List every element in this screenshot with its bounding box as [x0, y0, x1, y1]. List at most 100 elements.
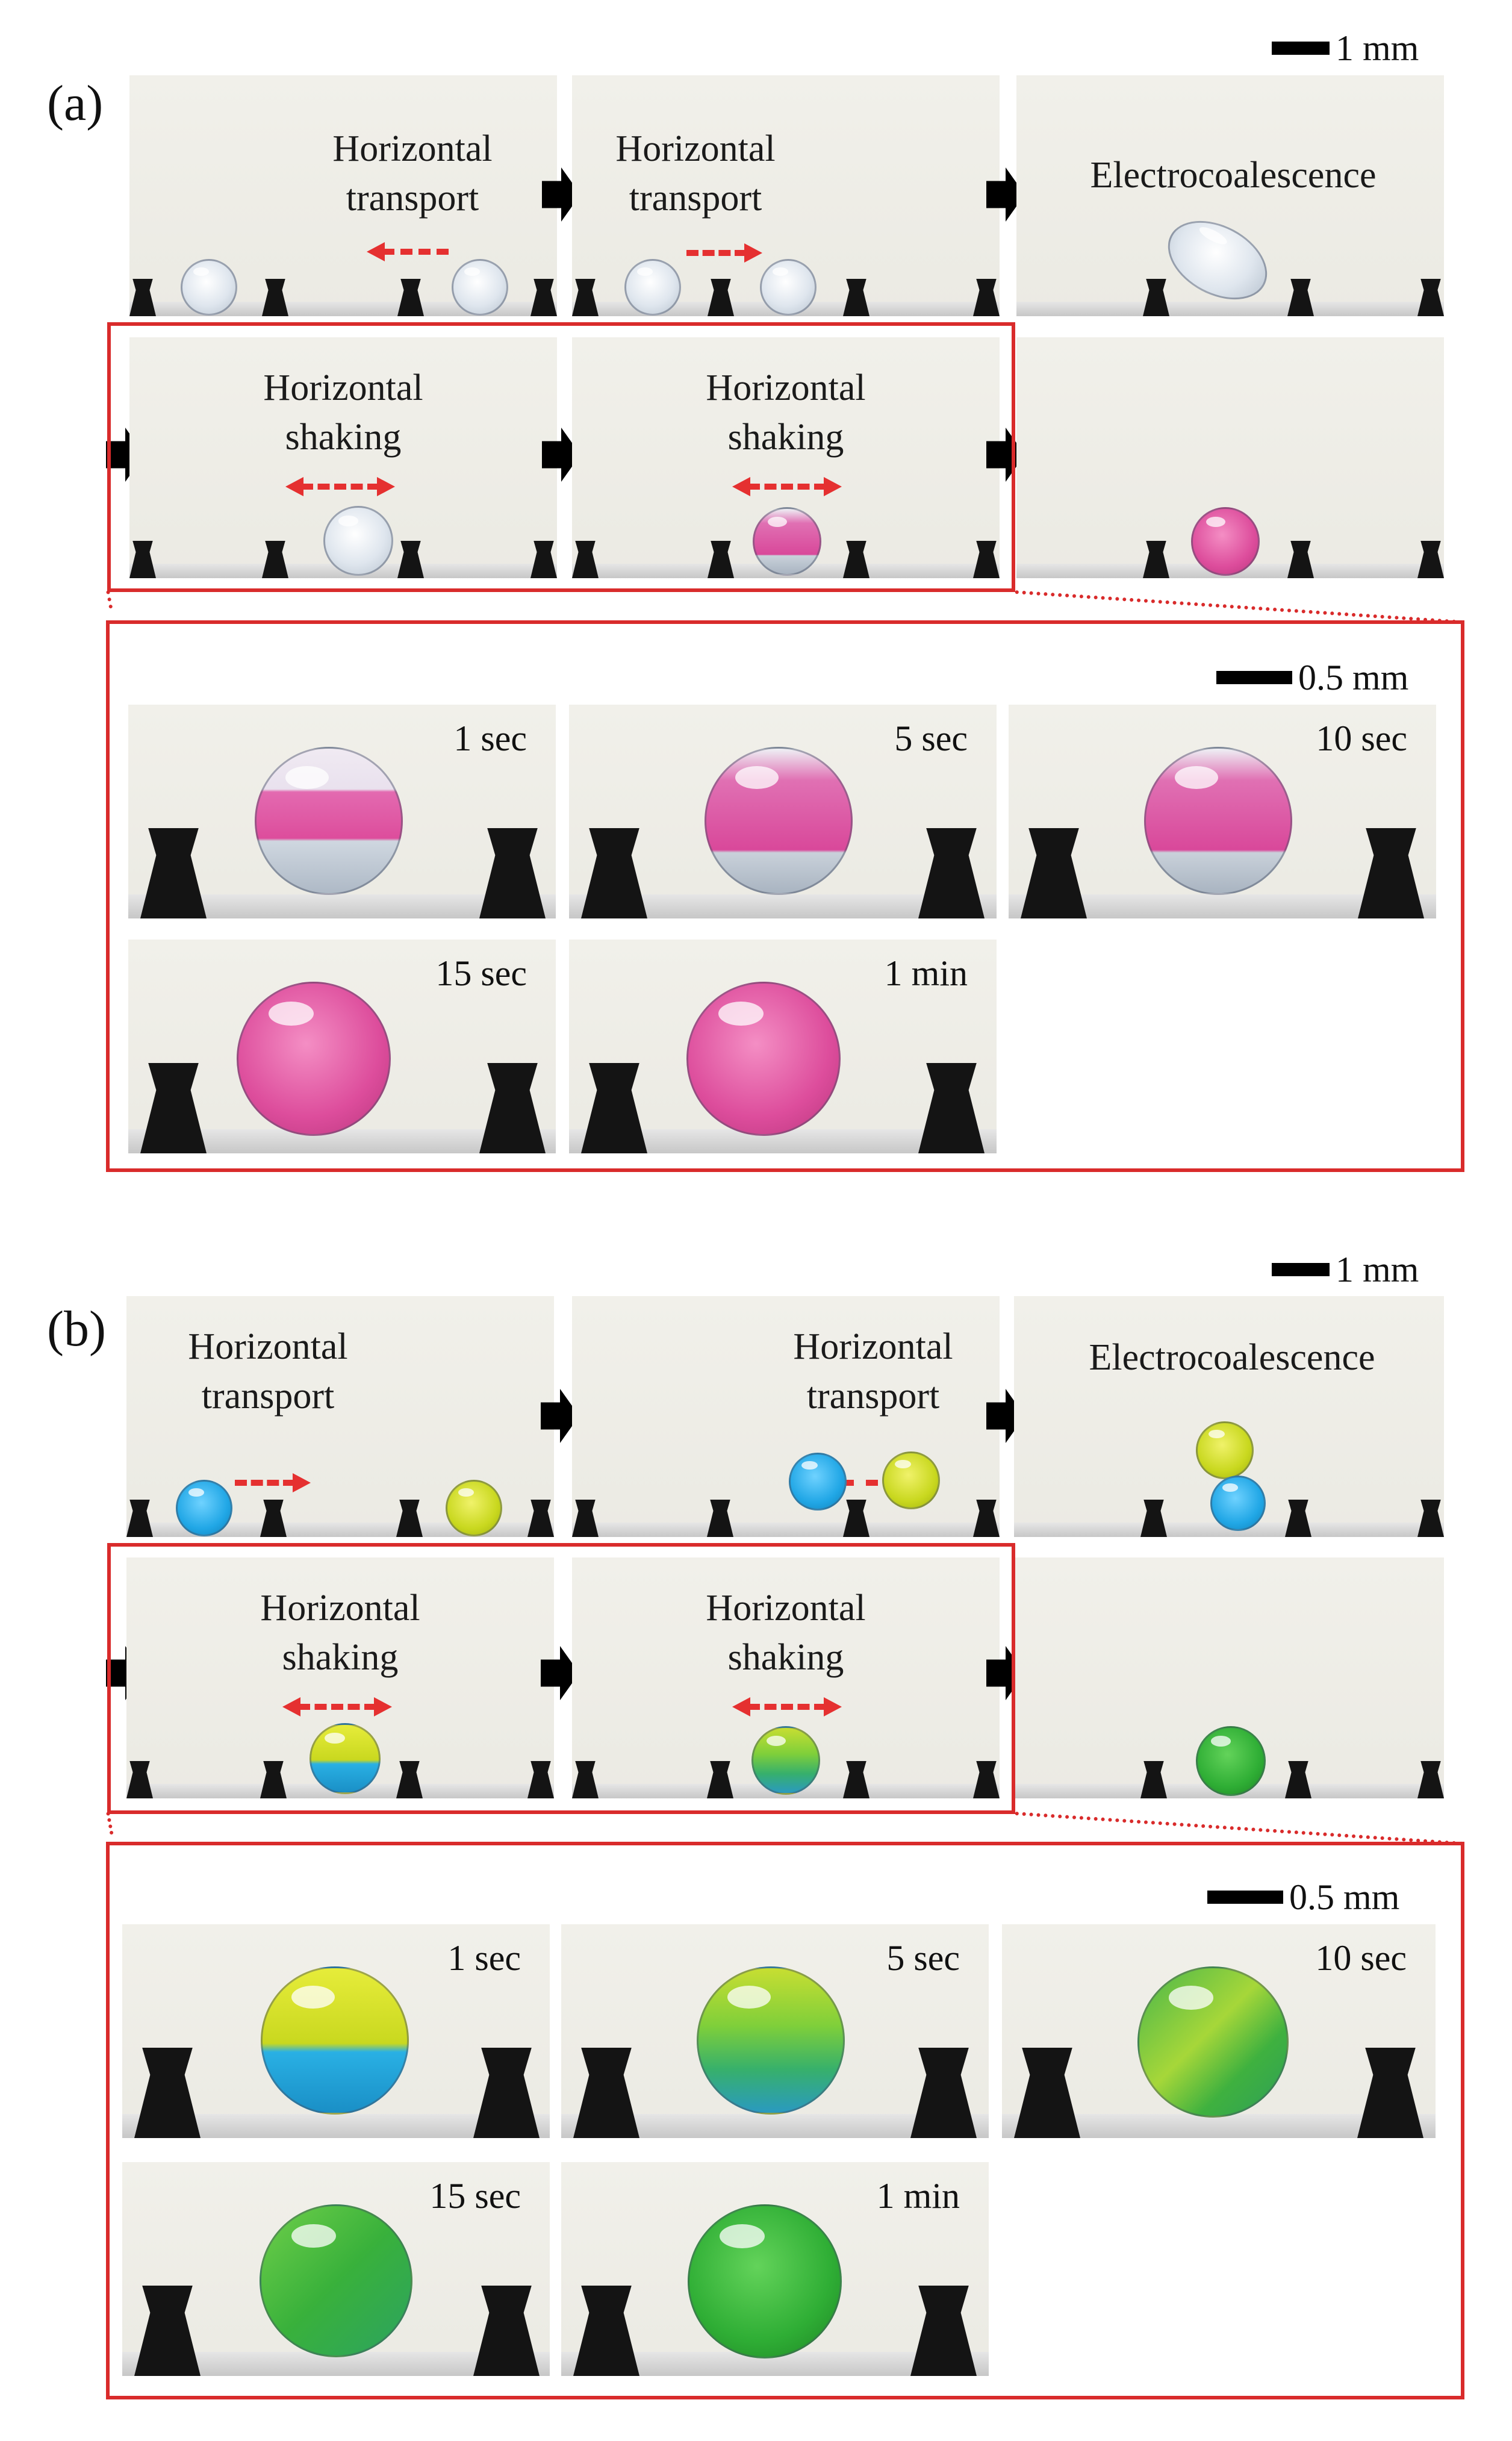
scale-bar-line: [1216, 671, 1292, 684]
droplet: [688, 2204, 842, 2358]
pillar: [973, 279, 1000, 316]
selection-frame-b: [107, 1543, 1015, 1814]
zoom-a-5s: 5 sec: [569, 705, 997, 918]
connector-line: [106, 590, 113, 609]
photo-a-electrocoalescence: Electrocoalescence: [1016, 75, 1444, 316]
scale-bar-text: 1 mm: [1336, 28, 1419, 68]
pillar: [1140, 1500, 1167, 1537]
droplet-left: [181, 259, 237, 316]
pillar: [843, 279, 870, 316]
zoom-b-10s: 10 sec: [1002, 1924, 1436, 2138]
time-label: 1 min: [884, 953, 968, 993]
pillar: [1021, 828, 1087, 918]
pillar: [1287, 279, 1314, 316]
caption-line: transport: [629, 178, 762, 219]
right-arrow-icon: [686, 243, 762, 263]
connector-line: [106, 1812, 114, 1835]
droplet: [686, 982, 841, 1136]
scale-bar-text: 1 mm: [1336, 1250, 1419, 1289]
pillar: [473, 2286, 540, 2376]
time-label: 1 min: [876, 2176, 960, 2216]
pillar: [1357, 2048, 1423, 2138]
pillar: [129, 279, 156, 316]
zoom-frame-b: [106, 1842, 1464, 2399]
droplet: [260, 2204, 412, 2357]
panel-a-label: (a): [47, 75, 104, 131]
caption-line: transport: [806, 1376, 940, 1417]
pillar: [530, 279, 557, 316]
zoom-a-1s: 1 sec: [128, 705, 556, 918]
photo-a-shaking-2: Horizontal shaking: [572, 337, 1000, 578]
time-label: 10 sec: [1316, 719, 1407, 758]
droplet-yellow: [446, 1480, 502, 1536]
double-arrow-icon: [732, 1697, 842, 1716]
scale-bar-line: [1272, 1263, 1330, 1276]
mixing-droplet: [751, 1726, 820, 1795]
pillar: [479, 828, 546, 918]
photo-a-transport-2: Horizontal transport: [572, 75, 1000, 316]
pillar: [973, 1500, 1000, 1537]
zoom-b-15s: 15 sec: [122, 2162, 550, 2376]
photo-b-transport-1: Horizontal transport: [126, 1296, 554, 1537]
droplet-right: [760, 259, 817, 316]
droplet-yellow: [1196, 1421, 1254, 1479]
caption-line: shaking: [727, 1637, 844, 1678]
mixed-droplet: [1196, 1726, 1266, 1796]
scale-bar-1mm-a: 1 mm: [1272, 30, 1419, 66]
droplet-yellow: [882, 1451, 940, 1509]
caption-line: Horizontal: [706, 1588, 866, 1629]
panel-b-label: (b): [47, 1301, 106, 1357]
pillar: [910, 2286, 977, 2376]
scale-bar-05mm-a: 0.5 mm: [1216, 659, 1408, 696]
double-arrow-icon: [732, 477, 842, 496]
scale-bar-line: [1207, 1891, 1283, 1904]
pillar: [573, 2048, 639, 2138]
scale-bar-1mm-b: 1 mm: [1272, 1252, 1419, 1288]
selection-frame-a: [107, 322, 1015, 592]
caption-line: shaking: [727, 417, 844, 458]
photo-a-shaking-1: Horizontal shaking: [129, 337, 557, 578]
pillar: [1417, 1500, 1444, 1537]
pillar: [397, 279, 424, 316]
pillar: [708, 279, 734, 316]
pillar: [918, 828, 985, 918]
pillar: [473, 2048, 540, 2138]
time-label: 5 sec: [894, 719, 968, 758]
droplet-blue: [789, 1453, 847, 1510]
photo-b-mixed: [1014, 1557, 1444, 1798]
connector-line: [1015, 590, 1464, 625]
double-arrow-icon: [282, 1697, 392, 1716]
zoom-frame-a: [106, 620, 1464, 1172]
left-arrow-icon: [826, 1473, 878, 1492]
pillar: [581, 828, 647, 918]
pillar: [1417, 541, 1444, 578]
caption-line: Electrocoalescence: [1090, 155, 1377, 196]
pillar: [396, 1500, 423, 1537]
pillar: [1358, 828, 1424, 918]
pillar: [140, 1063, 207, 1153]
photo-a-mixed: [1016, 337, 1444, 578]
droplet: [705, 747, 853, 895]
photo-a-transport-1: Horizontal transport: [129, 75, 557, 316]
mixed-droplet: [1191, 507, 1260, 576]
zoom-b-1s: 1 sec: [122, 1924, 550, 2138]
caption-line: transport: [346, 178, 479, 219]
left-arrow-icon: [367, 242, 449, 261]
time-label: 15 sec: [435, 953, 527, 993]
mixing-droplet: [323, 506, 393, 576]
scale-bar-text: 0.5 mm: [1289, 1877, 1400, 1917]
pillar: [1417, 1761, 1444, 1798]
droplet: [237, 982, 391, 1136]
droplet-right: [452, 259, 508, 316]
droplet-left: [624, 259, 681, 316]
zoom-a-1min: 1 min: [569, 940, 997, 1153]
droplet-blue: [1210, 1476, 1266, 1531]
pillar: [573, 2286, 639, 2376]
time-label: 5 sec: [886, 1938, 960, 1978]
pillar: [126, 1500, 153, 1537]
caption-line: Electrocoalescence: [1089, 1337, 1375, 1378]
caption-line: Horizontal: [706, 367, 866, 408]
time-label: 1 sec: [453, 719, 527, 758]
droplet: [697, 1966, 845, 2115]
pillar: [572, 279, 599, 316]
